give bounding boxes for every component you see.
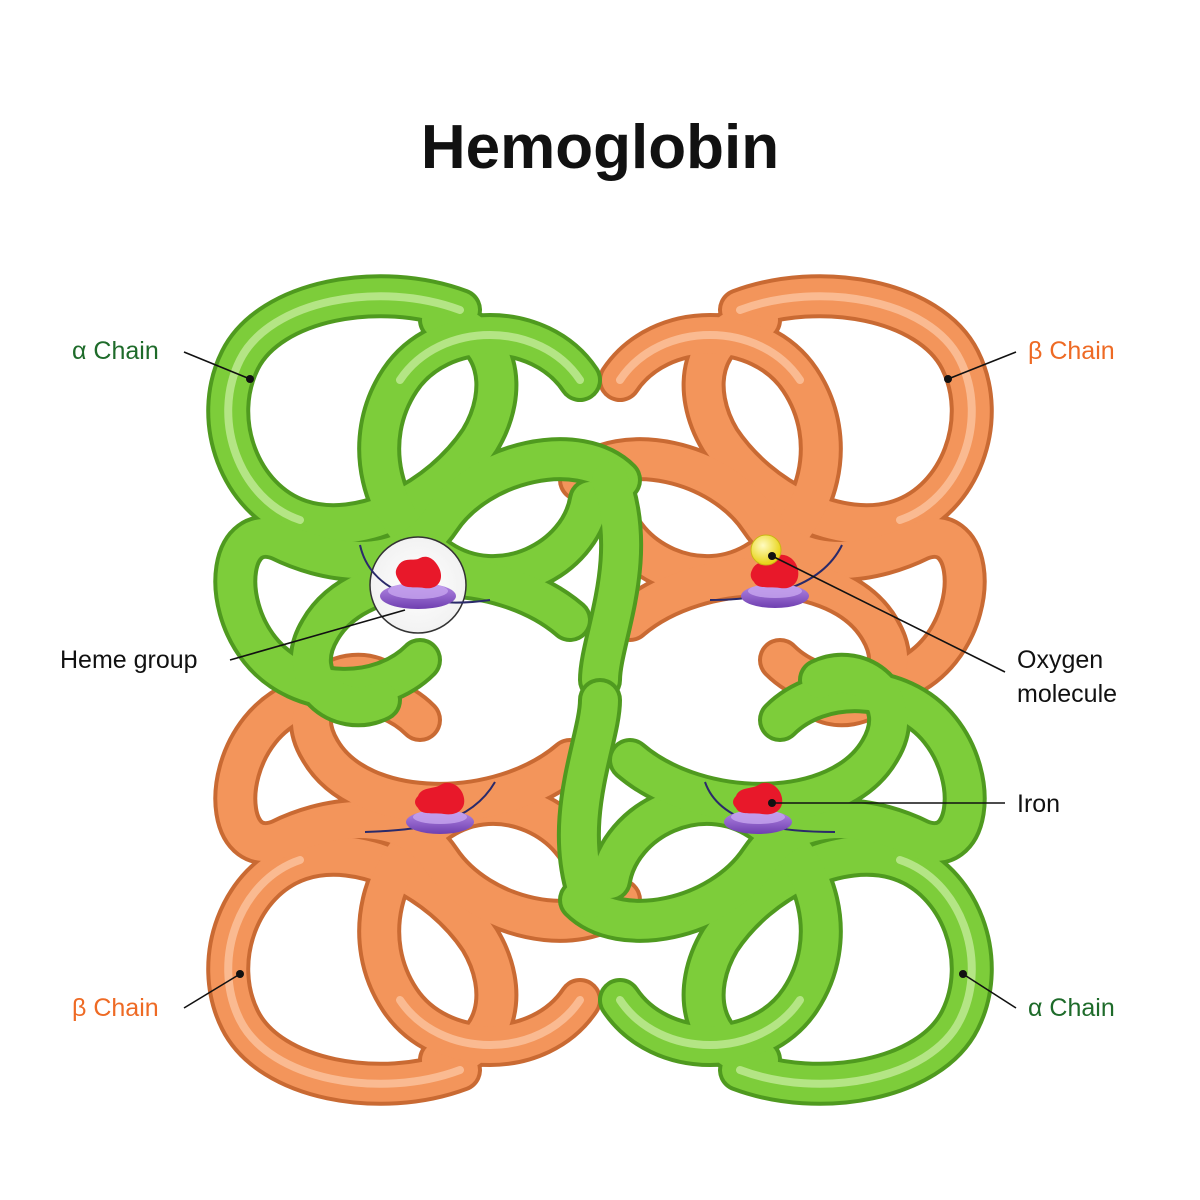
diagram-title: Hemoglobin <box>421 113 779 182</box>
label-alpha-chain-bottom-right: α Chain <box>1028 994 1115 1022</box>
leader-lines <box>183 351 1017 1009</box>
oxygen-molecule-icon <box>750 534 782 566</box>
heme-group-top-right <box>709 534 843 608</box>
heme-group-top-left <box>359 536 491 634</box>
iron-atom <box>733 782 783 815</box>
alpha-chain-top-left <box>206 274 644 728</box>
label-iron: Iron <box>1017 790 1060 818</box>
iron-atom <box>395 556 442 589</box>
alpha-chain-bottom-right <box>556 652 994 1106</box>
label-oxygen-line1: Oxygen <box>1017 646 1103 674</box>
label-beta-chain-bottom-left: β Chain <box>72 994 159 1022</box>
iron-atom <box>415 782 465 815</box>
label-alpha-chain-top-left: α Chain <box>72 337 159 365</box>
heme-group-bottom-right <box>704 781 836 834</box>
label-heme-group: Heme group <box>60 646 198 674</box>
beta-chain-top-right <box>558 274 994 728</box>
heme-group-bottom-left <box>364 781 496 834</box>
label-oxygen-line2: molecule <box>1017 680 1117 708</box>
label-beta-chain-top-right: β Chain <box>1028 337 1115 365</box>
